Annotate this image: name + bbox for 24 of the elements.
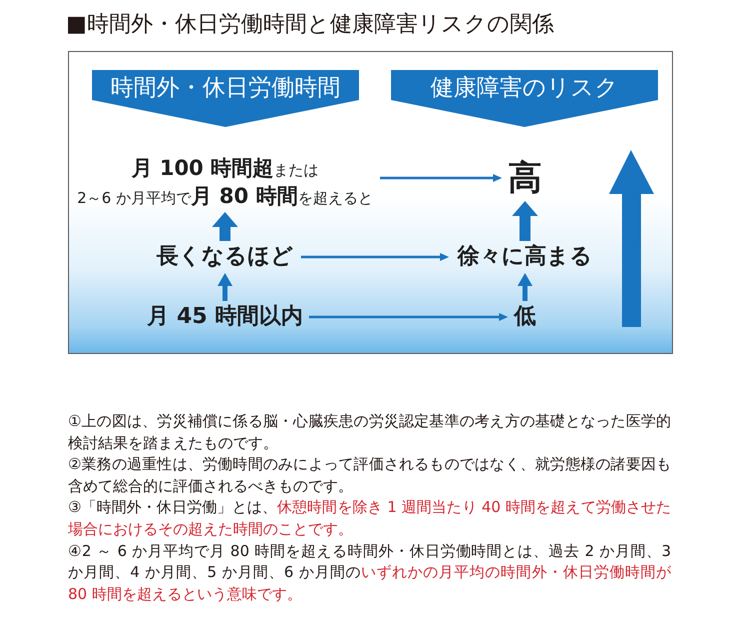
condition-text: 2～6 か月平均で月 80 時間を超えると bbox=[77, 183, 373, 210]
note-text: ④2 ～ 6 か月平均で月 80 時間を超える時間外・休日労働時間とは、過去 2 か月間、3 か月間、4 か月間、5 か月間、6 か月間のいずれかの月平均の時間外・休日労働時間が 80 時間を超えるという意味です。 bbox=[68, 540, 671, 605]
flow-arrow bbox=[218, 273, 232, 301]
chevron-banner bbox=[391, 70, 658, 127]
note-text: ②業務の過重性は、労働時間のみによって評価されるものではなく、就労態様の諸要因も含めて総合的に評価されるべきものです。 bbox=[68, 454, 671, 497]
level-label: 月 45 時間以内 bbox=[143, 303, 307, 331]
level-label: 長くなるほど bbox=[151, 243, 299, 271]
flow-arrow bbox=[309, 313, 508, 321]
diagram-title: ■時間外・休日労働時間と健康障害リスクの関係 bbox=[66, 11, 554, 39]
condition-text: 月 100 時間超または bbox=[131, 155, 319, 182]
level-label: 高 bbox=[504, 157, 546, 199]
level-label: 低 bbox=[510, 303, 540, 331]
note-text: ③「時間外・休日労働」とは、休憩時間を除き 1 週間当たり 40 時間を超えて労働させた場合におけるその超えた時間のことです。 bbox=[68, 497, 671, 540]
note-text: ①上の図は、労災補償に係る脳・心臓疾患の労災認定基準の考え方の基礎となった医学的検討結果を踏まえたものです。 bbox=[68, 411, 671, 454]
flow-arrow bbox=[518, 273, 532, 301]
banner-title: 健康障害のリスク bbox=[430, 74, 620, 103]
flow-arrow bbox=[380, 174, 502, 182]
level-label: 徐々に高まる bbox=[451, 243, 599, 271]
flow-arrow bbox=[512, 201, 538, 241]
banner-title: 時間外・休日労働時間 bbox=[110, 74, 342, 103]
diagram-panel bbox=[68, 51, 673, 354]
flow-arrow bbox=[212, 212, 238, 241]
flow-arrow bbox=[301, 253, 449, 261]
chevron-banner bbox=[92, 70, 359, 127]
